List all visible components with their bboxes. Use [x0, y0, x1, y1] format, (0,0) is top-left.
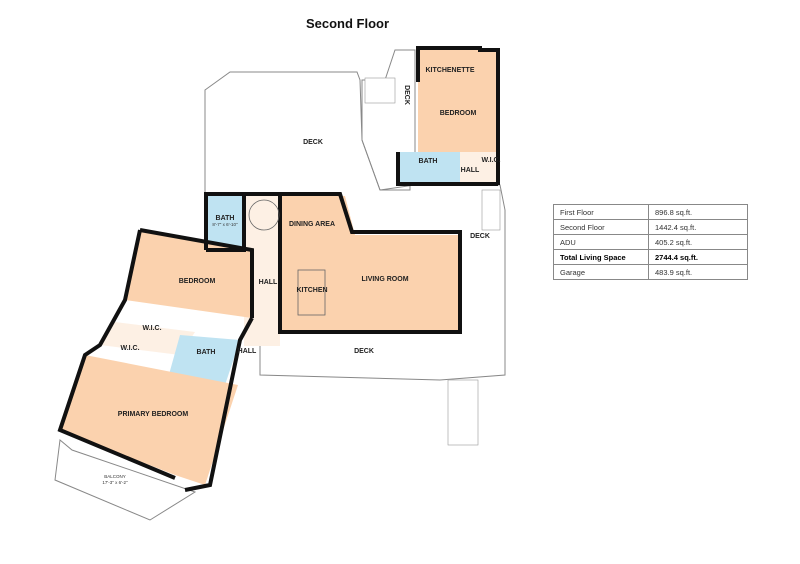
label-deck-adu: DECK — [403, 85, 410, 105]
label-wic-1: W.I.C. — [142, 325, 161, 332]
label-deck-bottom: DECK — [354, 348, 374, 355]
label-bedroom: BEDROOM — [179, 278, 216, 285]
label-balcony: BALCONY — [104, 474, 126, 479]
label-hall-2: HALL — [238, 348, 257, 355]
label-primary-bedroom: PRIMARY BEDROOM — [118, 411, 189, 418]
kitchen-island — [248, 199, 326, 316]
label-kitchen: KITCHEN — [296, 287, 327, 294]
floor-title: Second Floor — [305, 16, 390, 31]
stairs — [364, 77, 501, 446]
rooms — [60, 50, 498, 485]
label-dining: DINING AREA — [289, 221, 335, 228]
label-deck-top: DECK — [303, 139, 323, 146]
label-adu-hall: HALL — [461, 167, 480, 174]
label-bath-upper: BATH — [216, 215, 235, 222]
label-adu-wic: W.I.C. — [481, 157, 500, 164]
label-hall-1: HALL — [259, 279, 278, 286]
label-bath-lower: BATH — [197, 349, 216, 356]
label-bath-upper-dims: 8'-7" x 6'-10" — [212, 222, 238, 227]
label-wic-2: W.I.C. — [120, 345, 139, 352]
label-living: LIVING ROOM — [361, 276, 408, 283]
label-adu-bedroom: BEDROOM — [440, 110, 477, 117]
label-deck-right: DECK — [470, 233, 490, 240]
walls — [57, 46, 500, 492]
label-adu-bath: BATH — [419, 158, 438, 165]
label-kitchenette: KITCHENETTE — [426, 67, 475, 74]
label-balcony-dims: 17'-3" x 6'-2" — [102, 480, 128, 485]
